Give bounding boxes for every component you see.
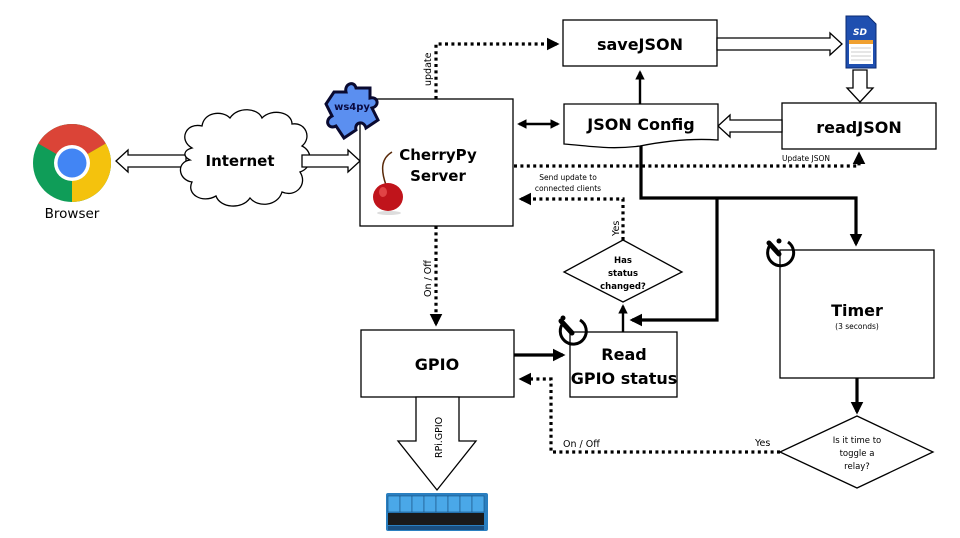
read-json-box bbox=[781, 102, 937, 150]
read-gpio-line1: Read bbox=[601, 345, 646, 364]
read-json-label: readJSON bbox=[816, 118, 901, 137]
read-gpio-box bbox=[569, 331, 678, 398]
yes-toggle-label: Yes bbox=[754, 438, 770, 449]
save-json-label: saveJSON bbox=[597, 35, 683, 54]
internet-label: Internet bbox=[205, 152, 274, 170]
cloud-icon bbox=[179, 109, 311, 207]
timer-sublabel: (3 seconds) bbox=[835, 322, 879, 331]
gpio-label: GPIO bbox=[415, 355, 459, 374]
save-json-node: saveJSON bbox=[562, 19, 718, 67]
browser-internet-arrow bbox=[115, 148, 187, 174]
rpi-gpio-label: RPi.GPIO bbox=[434, 417, 445, 458]
stopwatch-icon bbox=[766, 238, 796, 268]
yes-status-label: Yes bbox=[611, 221, 622, 237]
status-changed-decision: Has status changed? bbox=[562, 239, 684, 303]
cherrypy-label-line1: CherryPy bbox=[399, 146, 477, 164]
send-update-connector bbox=[518, 192, 625, 240]
update-connector bbox=[434, 37, 560, 99]
gpio-node: GPIO bbox=[360, 329, 515, 398]
config-timer-connector bbox=[639, 146, 863, 247]
status-changed-line3: changed? bbox=[600, 282, 646, 292]
send-update-label-1: Send update to bbox=[539, 173, 597, 182]
stopwatch-icon bbox=[558, 315, 588, 346]
puzzle-piece-icon bbox=[324, 82, 380, 141]
timer-label: Timer bbox=[831, 301, 883, 320]
toggle-relay-line3: relay? bbox=[844, 462, 870, 472]
read-json-node: readJSON bbox=[781, 102, 937, 150]
sd-read-arrow bbox=[845, 69, 875, 103]
on-off-horizontal-label: On / Off bbox=[563, 439, 600, 450]
cherrypy-server-node: CherryPy Server bbox=[359, 98, 514, 227]
status-changed-diamond bbox=[562, 239, 684, 303]
json-config-label: JSON Config bbox=[586, 115, 694, 134]
config-read-gpio-connector bbox=[629, 198, 719, 327]
ws4py-badge: ws4py bbox=[324, 82, 380, 141]
status-changed-line2: status bbox=[608, 269, 638, 279]
relay-board-icon bbox=[386, 493, 488, 531]
update-json-label: Update JSON bbox=[782, 154, 830, 163]
internet-server-arrow bbox=[301, 148, 361, 174]
json-config-node: JSON Config bbox=[563, 103, 719, 149]
rpi-gpio-arrow bbox=[396, 396, 478, 492]
status-changed-line1: Has bbox=[614, 256, 632, 266]
toggle-relay-line1: Is it time to bbox=[833, 436, 881, 446]
update-json-connector bbox=[514, 151, 866, 168]
cherrypy-label-line2: Server bbox=[410, 167, 466, 185]
read-gpio-node: Read GPIO status bbox=[569, 331, 678, 398]
json-config-shape bbox=[563, 103, 719, 149]
toggle-relay-line2: toggle a bbox=[840, 449, 875, 459]
read-config-arrow bbox=[717, 113, 783, 139]
read-gpio-line2: GPIO status bbox=[571, 369, 678, 388]
browser-node: Browser bbox=[33, 123, 112, 222]
update-label: update bbox=[423, 52, 434, 86]
ws4py-label: ws4py bbox=[334, 102, 370, 113]
toggle-relay-decision: Is it time to toggle a relay? bbox=[778, 415, 935, 489]
internet-node: Internet bbox=[179, 109, 311, 207]
sd-card-icon: SD bbox=[845, 15, 877, 69]
timer-node: Timer (3 seconds) bbox=[779, 249, 935, 379]
chrome-logo-icon bbox=[33, 123, 112, 203]
on-off-vertical-label: On / Off bbox=[423, 260, 434, 297]
timer-box bbox=[779, 249, 935, 379]
toggle-relay-diamond bbox=[778, 415, 935, 489]
browser-label: Browser bbox=[45, 206, 100, 222]
send-update-label-2: connected clients bbox=[535, 184, 601, 193]
cherry-icon bbox=[373, 151, 403, 215]
save-sd-arrow bbox=[716, 31, 843, 57]
svg-text:SD: SD bbox=[853, 28, 867, 38]
